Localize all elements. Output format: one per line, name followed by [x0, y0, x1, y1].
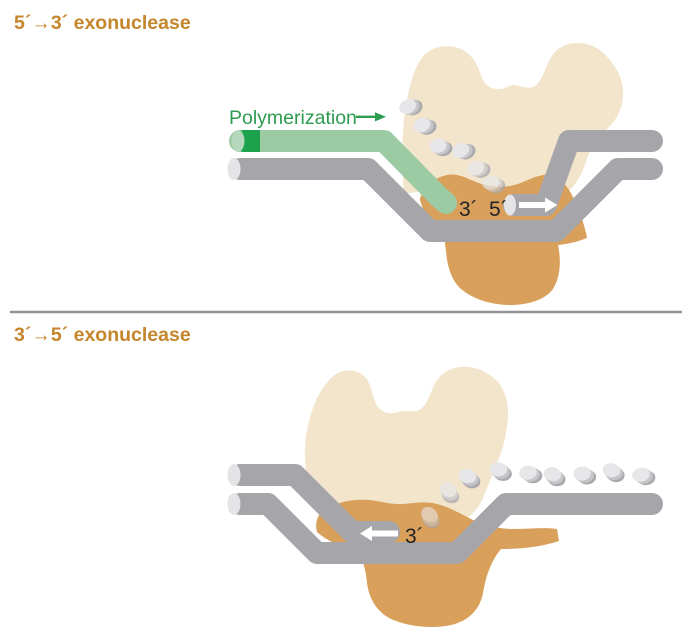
panel-title-5to3: 5´→3´ exonuclease [14, 12, 191, 34]
new-strand-end-face [231, 130, 245, 152]
degraded-strand-end-face [227, 464, 241, 486]
panel-3to5-exonuclease: 3´→5´ exonuclease 3´ [14, 324, 663, 627]
label-5prime-top: 5´ [489, 198, 508, 221]
label-3prime-bottom: 3´ [405, 525, 424, 548]
polymerization-label: Polymerization [229, 107, 357, 129]
label-3prime-top: 3´ [459, 198, 478, 221]
nucleotide-icon [601, 462, 627, 484]
polymerase-body [402, 43, 624, 194]
strand-direction-left-arrow-icon [360, 526, 398, 541]
nucleotide-icon [488, 461, 513, 482]
degraded-strand-end-face [504, 194, 516, 216]
strand-direction-right-arrow-icon [519, 197, 558, 213]
template-strand [229, 158, 663, 242]
template-strand-end-face [227, 158, 241, 180]
nucleotide-icon [572, 465, 597, 486]
polymerization-arrow-icon [356, 112, 386, 122]
template-strand-end-face [227, 493, 241, 515]
polymerase-body [304, 366, 509, 520]
panel-title-3to5: 3´→5´ exonuclease [14, 324, 191, 346]
new-strand-green [229, 130, 457, 214]
nucleotide-icon [631, 465, 657, 488]
template-strand [229, 493, 663, 564]
nucleotide-icon [518, 463, 544, 486]
nucleotide-icon [541, 465, 568, 488]
panel-5to3-exonuclease: 5´→3´ exonuclease Polymerization 3´ 5´ [14, 12, 663, 305]
